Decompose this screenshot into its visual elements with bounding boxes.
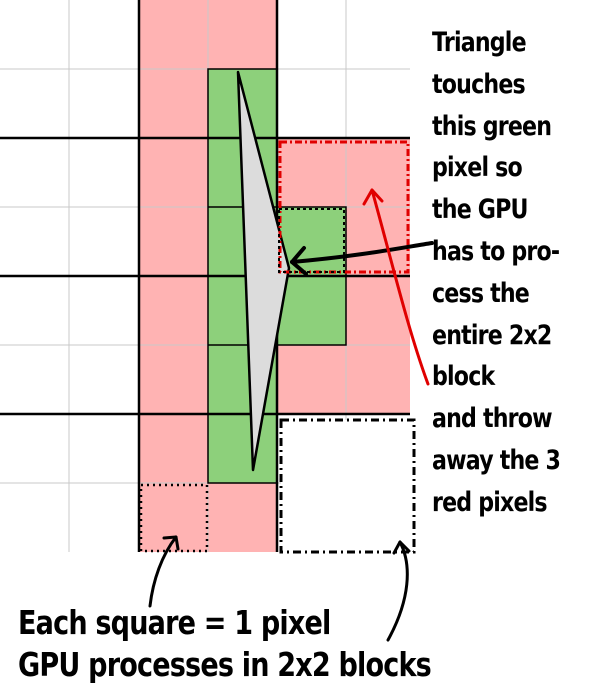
arrow-to-single-pixel bbox=[148, 535, 180, 608]
explanation-line: block bbox=[432, 361, 495, 393]
explanation-line: away the 3 bbox=[432, 444, 561, 476]
explanation-line: pixel so bbox=[432, 152, 523, 184]
legend-text: Each square = 1 pixel GPU processes in 2… bbox=[18, 602, 432, 686]
explanation-line: has to pro- bbox=[432, 235, 560, 267]
triangle-explanation-text: Triangle touches this green pixel so the… bbox=[432, 22, 563, 524]
legend-line-pixel: Each square = 1 pixel bbox=[18, 603, 331, 642]
explanation-line: the GPU bbox=[432, 194, 529, 226]
green-pixel-below-center bbox=[277, 276, 346, 345]
explanation-line: touches bbox=[432, 68, 526, 100]
legend-line-blocks: GPU processes in 2x2 blocks bbox=[18, 645, 432, 684]
2x2-block-example bbox=[279, 418, 416, 554]
arrow-to-block-example bbox=[386, 540, 411, 642]
red-arrow-to-block bbox=[362, 188, 430, 386]
explanation-line: cess the bbox=[432, 277, 530, 309]
explanation-line: and throw bbox=[432, 403, 553, 435]
explanation-line: this green bbox=[432, 110, 552, 142]
explanation-line: red pixels bbox=[432, 486, 548, 518]
touched-green-pixel-marker bbox=[278, 208, 345, 273]
explanation-line: entire 2x2 bbox=[432, 319, 552, 351]
arrow-to-green-pixel bbox=[290, 241, 434, 276]
explanation-line: Triangle bbox=[432, 27, 527, 58]
triangle-shape bbox=[236, 70, 291, 472]
